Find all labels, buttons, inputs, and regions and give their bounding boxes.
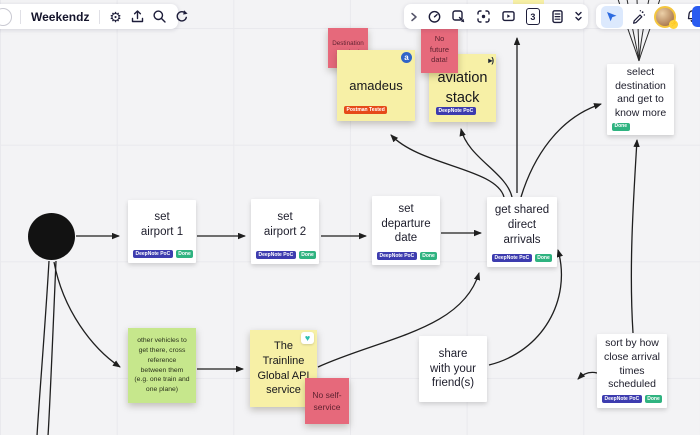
board-title[interactable]: Weekendz <box>31 9 90 24</box>
card-share-with-friends[interactable]: share with your friend(s) <box>419 336 487 402</box>
frame-export-button[interactable] <box>448 6 470 28</box>
connector-circle-down-left[interactable] <box>36 260 50 435</box>
connector-share-to-arrivals[interactable] <box>488 249 563 366</box>
collapsed-circle-icon <box>0 7 12 26</box>
card-text: set airport 2 <box>263 211 307 238</box>
sticky-no-self-service[interactable]: No self- service <box>305 378 349 424</box>
expand-toolbar-button[interactable] <box>407 6 421 28</box>
chevron-right-icon <box>410 12 417 21</box>
card-select-destination[interactable]: select destination and get to know more … <box>607 64 674 135</box>
card-text: set departure date <box>381 202 431 245</box>
card-set-departure-date[interactable]: set departure date DeepNote PoC Done <box>372 196 440 265</box>
tag-done[interactable]: Done <box>644 395 663 403</box>
card-set-airport-1[interactable]: set airport 1 DeepNote PoC Done <box>128 200 196 263</box>
tag-deepnote-poc[interactable]: DeepNote PoC <box>602 395 642 403</box>
collapsed-panel-button[interactable] <box>0 6 16 28</box>
sync-arrow-icon <box>176 10 188 22</box>
tag-row: DeepNote PoC Done <box>251 251 319 264</box>
notes-button[interactable] <box>547 6 569 28</box>
timer-clock-icon <box>428 10 441 23</box>
collapse-toolbar-button[interactable] <box>571 6 585 28</box>
toolbar-center: 3 <box>404 4 588 29</box>
presentation-button[interactable] <box>497 6 519 28</box>
tag-postman-tested[interactable]: Postman Tested <box>344 106 388 114</box>
trainline-heart-icon: ♥ <box>301 332 314 344</box>
cursor-icon <box>607 12 617 22</box>
sticky-amadeus[interactable]: a amadeus Postman Tested <box>337 50 415 121</box>
select-tool-button[interactable] <box>600 5 623 28</box>
connector-arrivals-to-aviationstack[interactable] <box>459 128 513 198</box>
tag-done[interactable]: Done <box>175 250 194 258</box>
connector-trainline-to-arrivals[interactable] <box>317 272 481 368</box>
upload-icon <box>131 10 144 23</box>
tag-row: DeepNote PoC Done <box>597 395 667 408</box>
toolbar-left: Weekendz ⚙ <box>0 4 188 29</box>
tag-deepnote-poc[interactable]: DeepNote PoC <box>256 251 296 259</box>
double-chevron-down-icon <box>575 11 582 21</box>
sticky-no-future-data[interactable]: No future data! <box>421 27 458 73</box>
connector-sort-to-select-destination[interactable] <box>630 139 640 334</box>
sticky-text: The Trainline Global API service <box>257 339 310 397</box>
toolbar-right: ⚡ <box>596 4 700 29</box>
sticky-trainline-api[interactable]: ♥ The Trainline Global API service <box>250 330 317 407</box>
hidden-sticky-sliver[interactable] <box>513 0 544 5</box>
tag-deepnote-poc[interactable]: DeepNote PoC <box>492 254 532 262</box>
card-text: select destination and get to know more <box>614 66 667 119</box>
sticky-text: amadeus <box>349 78 403 93</box>
tag-row: Done <box>607 122 674 136</box>
tag-done[interactable]: Done <box>298 251 317 259</box>
slides-button[interactable]: 3 <box>522 6 544 28</box>
tag-deepnote-poc[interactable]: DeepNote PoC <box>377 252 417 260</box>
sticky-text: No future data! <box>429 34 450 65</box>
connector-arrivals-to-select-destination[interactable] <box>520 103 602 198</box>
toolbar-divider <box>99 9 101 24</box>
magic-pen-icon <box>633 10 646 24</box>
tag-row: DeepNote PoC Done <box>128 250 196 263</box>
frame-export-icon <box>452 10 465 23</box>
share-button-edge[interactable] <box>692 6 700 27</box>
card-text: set airport 1 <box>140 211 184 238</box>
amadeus-logo-icon: a <box>401 52 412 63</box>
toolbar-divider <box>20 9 21 24</box>
connector-arrivals-to-amadeus[interactable] <box>390 134 505 198</box>
tag-row: DeepNote PoC Done <box>487 254 557 267</box>
sticky-text: other vehicles to get there, cross refer… <box>134 336 190 394</box>
tag-deepnote-poc[interactable]: DeepNote PoC <box>133 250 173 258</box>
tag-done[interactable]: Done <box>534 254 553 262</box>
tag-done[interactable]: Done <box>612 122 630 131</box>
timer-button[interactable] <box>423 6 445 28</box>
sticky-text: aviation stack <box>437 69 488 106</box>
document-icon <box>552 10 563 24</box>
card-text: sort by how close arrival times schedule… <box>603 337 661 391</box>
connector-circle-to-vehicles[interactable] <box>53 261 121 368</box>
automations-button[interactable] <box>170 6 192 28</box>
aviationstack-logo-icon: ▸) <box>488 56 494 65</box>
search-button[interactable] <box>148 6 170 28</box>
focus-icon <box>477 10 490 23</box>
connector-circle-down-right[interactable] <box>47 260 57 435</box>
presentation-icon <box>502 11 515 22</box>
sticky-other-vehicles[interactable]: other vehicles to get there, cross refer… <box>128 328 196 403</box>
tag-row: DeepNote PoC Done <box>372 252 440 265</box>
card-get-shared-direct-arrivals[interactable]: get shared direct arrivals DeepNote PoC … <box>487 197 557 267</box>
card-set-airport-2[interactable]: set airport 2 DeepNote PoC Done <box>251 199 319 264</box>
settings-button[interactable]: ⚙ <box>104 6 126 28</box>
lightning-badge-icon: ⚡ <box>669 19 679 29</box>
card-text: get shared direct arrivals <box>494 204 550 246</box>
start-circle-shape[interactable] <box>28 213 75 260</box>
search-icon <box>153 10 166 23</box>
gear-icon: ⚙ <box>109 8 122 25</box>
connector-sort-left-stub[interactable] <box>577 371 598 380</box>
tag-done[interactable]: Done <box>419 252 438 260</box>
magic-pen-button[interactable] <box>628 6 650 28</box>
focus-mode-button[interactable] <box>473 6 495 28</box>
export-button[interactable] <box>126 6 148 28</box>
slide-count-icon: 3 <box>525 8 540 25</box>
tag-deepnote-poc[interactable]: DeepNote PoC <box>436 107 476 115</box>
card-text: share with your friend(s) <box>429 347 477 390</box>
user-avatar[interactable]: ⚡ <box>654 5 679 29</box>
card-sort-by-arrival-times[interactable]: sort by how close arrival times schedule… <box>597 334 667 408</box>
sticky-text: No self- service <box>312 389 342 412</box>
